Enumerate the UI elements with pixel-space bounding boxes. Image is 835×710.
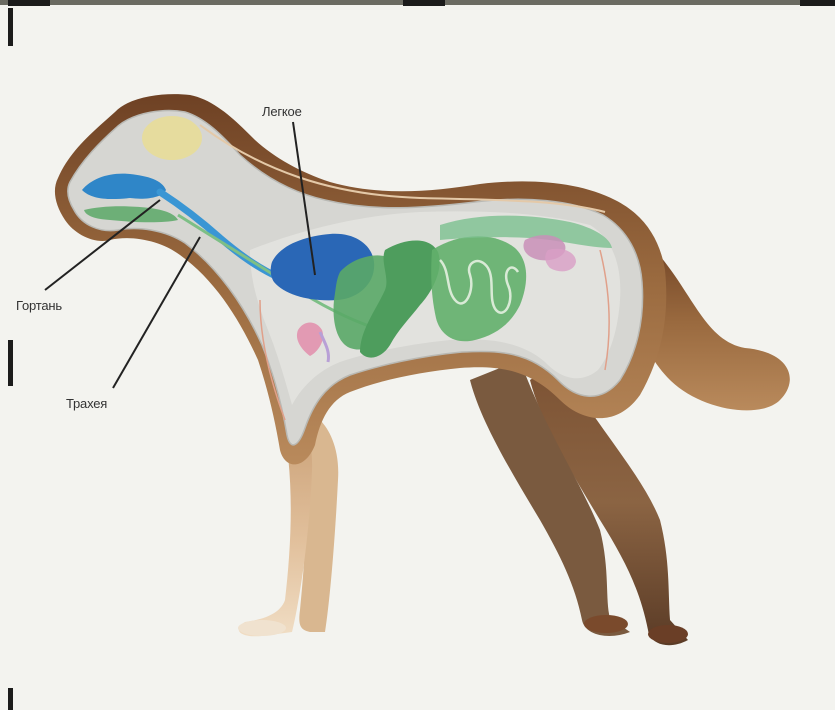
hind-paw-near: [584, 615, 628, 633]
label-larynx: Гортань: [16, 298, 62, 313]
head-structure: [142, 116, 202, 160]
label-lungs: Легкое: [262, 104, 302, 119]
label-trachea: Трахея: [66, 396, 107, 411]
front-paw-near: [238, 620, 286, 636]
hind-paw-far: [648, 625, 688, 643]
leader-line-trachea: [113, 237, 200, 388]
